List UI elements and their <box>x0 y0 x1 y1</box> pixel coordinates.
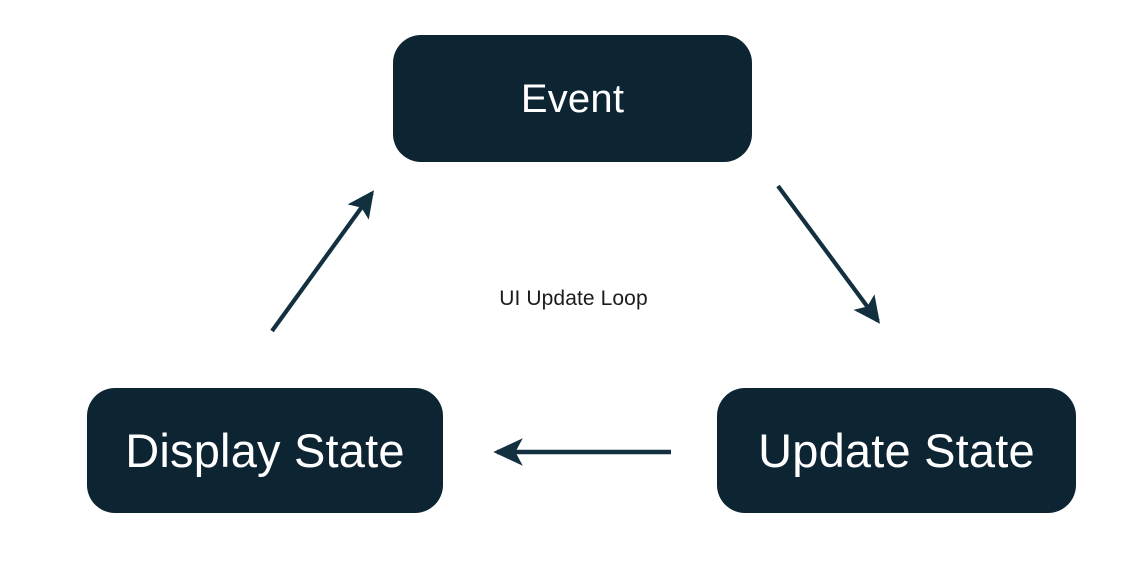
node-display-state[interactable]: Display State <box>87 388 443 513</box>
edge-display-state-to-event <box>270 190 374 333</box>
node-display-state-label: Display State <box>125 424 405 477</box>
node-update-state-label: Update State <box>758 424 1035 477</box>
node-event-label: Event <box>520 76 625 121</box>
node-event[interactable]: Event <box>393 35 752 162</box>
loop-caption: UI Update Loop <box>499 287 648 310</box>
node-update-state[interactable]: Update State <box>717 388 1076 513</box>
